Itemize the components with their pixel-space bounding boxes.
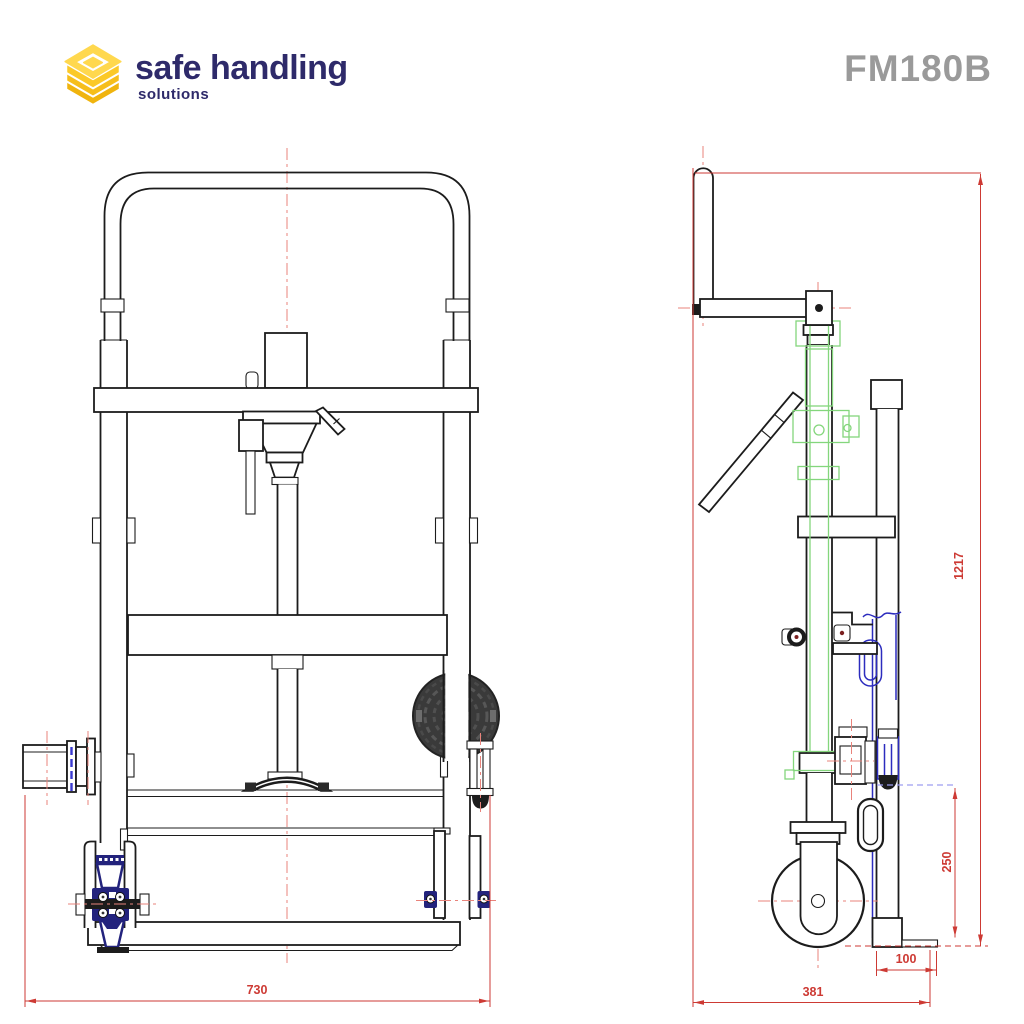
side-mast-column [802, 324, 834, 755]
dim-label-axle-height: 250 [940, 851, 954, 873]
hand-wheel [412, 670, 500, 762]
side-mid-bracket [797, 515, 896, 539]
dim-label-front-width: 730 [246, 983, 268, 997]
model-code-label: FM180B [844, 48, 992, 89]
brand-subtitle: solutions [138, 86, 210, 103]
front-weld-tabs [91, 517, 479, 851]
front-handle-loop [100, 171, 471, 341]
brand-name: safe handling [135, 49, 348, 87]
wheel-flange-upper [789, 821, 847, 834]
front-lower-rails [127, 789, 443, 837]
side-mid-fittings [781, 611, 878, 655]
front-column-lower [240, 654, 334, 792]
frame-slot [856, 797, 885, 853]
front-width-dimension [24, 795, 491, 1007]
brand-layers-icon [64, 44, 122, 106]
clamp-lever [697, 391, 805, 514]
side-view [678, 146, 988, 1007]
front-platform [87, 921, 461, 952]
left-axle-assembly [22, 731, 102, 805]
side-wheel [758, 841, 878, 949]
side-lower-column [798, 752, 839, 822]
drum-saddle [240, 776, 334, 792]
front-crossbar [93, 387, 479, 413]
front-posts [99, 339, 471, 920]
left-castor [68, 840, 158, 953]
side-foot [871, 917, 939, 948]
dim-label-foot-depth: 100 [895, 952, 917, 966]
clamp-funnel [238, 406, 346, 515]
front-view [22, 148, 500, 1007]
winch-housing [264, 332, 308, 389]
crank-handle [692, 167, 833, 326]
front-column-upper [276, 484, 299, 615]
winch-rod-top [245, 371, 259, 390]
side-dimensions [692, 168, 988, 1007]
front-mid-rail [127, 614, 448, 656]
right-castor [416, 827, 496, 919]
dim-label-overall-height: 1217 [952, 552, 966, 580]
side-axle-bracket [827, 719, 956, 801]
dim-label-overall-depth: 381 [802, 985, 824, 999]
right-axle-bracket [466, 733, 494, 812]
